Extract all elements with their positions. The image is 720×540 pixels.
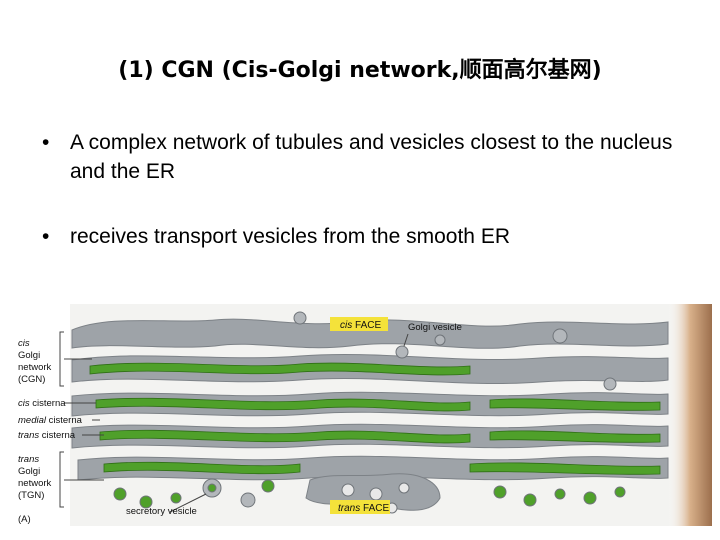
bullet-list: • A complex network of tubules and vesic… <box>40 128 690 287</box>
label-secretory-vesicle: secretory vesicle <box>126 506 197 517</box>
cis-face-box <box>330 317 388 331</box>
label-cgn-line3: network <box>18 362 52 373</box>
bullet-item: • receives transport vesicles from the s… <box>40 222 690 251</box>
label-cis-face: cis FACE <box>340 320 381 331</box>
label-medial-cisterna: medial cisterna <box>18 415 83 426</box>
page-edge <box>668 304 712 526</box>
left-labels: cis Golgi network (CGN) cis cisterna med… <box>18 338 83 525</box>
golgi-diagram-figure: cis Golgi network (CGN) cis cisterna med… <box>0 302 720 540</box>
bullet-text: receives transport vesicles from the smo… <box>70 225 510 248</box>
label-cgn-line1: cis <box>18 338 30 349</box>
slide-title: (1) CGN (Cis-Golgi network,顺面高尔基网) <box>118 58 602 83</box>
label-panel: (A) <box>18 514 31 525</box>
label-brackets <box>59 331 409 513</box>
golgi-diagram: cis Golgi network (CGN) cis cisterna med… <box>18 304 712 526</box>
label-cis-cisterna: cis cisterna <box>18 398 66 409</box>
label-cgn-line2: Golgi <box>18 350 40 361</box>
label-golgi-vesicle: Golgi vesicle <box>408 322 462 333</box>
label-trans-cisterna: trans cisterna <box>18 430 76 441</box>
label-tgn-line1: trans <box>18 454 39 465</box>
bullet-symbol: • <box>42 131 50 154</box>
label-tgn-line4: (TGN) <box>18 490 44 501</box>
label-tgn-line2: Golgi <box>18 466 40 477</box>
trans-face-box <box>330 500 390 514</box>
bullet-item: • A complex network of tubules and vesic… <box>40 128 690 186</box>
bullet-symbol: • <box>42 225 50 248</box>
label-cgn-line4: (CGN) <box>18 374 45 385</box>
bullet-text: A complex network of tubules and vesicle… <box>70 131 673 183</box>
label-tgn-line3: network <box>18 478 52 489</box>
label-trans-face: trans FACE <box>338 503 389 514</box>
golgi-cisternae-lumen <box>89 362 661 475</box>
